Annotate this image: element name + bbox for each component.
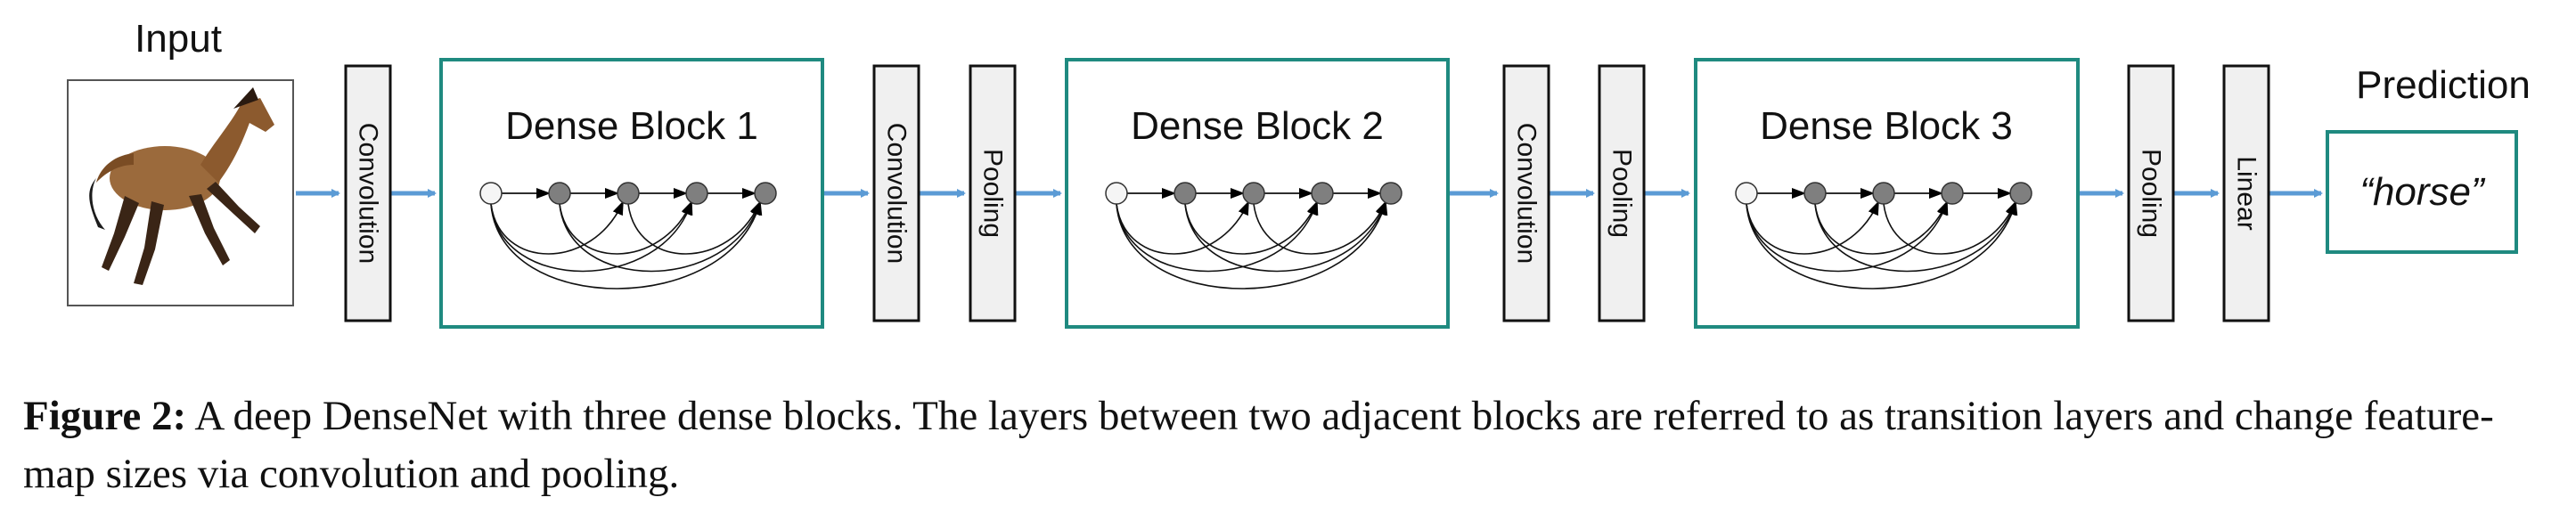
skip-connection [1746, 200, 1879, 255]
feature-node [1379, 182, 1402, 205]
feature-node [1941, 182, 1964, 205]
skip-connection [1184, 200, 1318, 255]
feature-node [1311, 182, 1334, 205]
skip-connection [1814, 200, 1948, 255]
input-node [1735, 182, 1758, 205]
skip-connection [1184, 200, 1387, 273]
caption-label: Figure 2: [23, 393, 187, 439]
feature-node [1174, 182, 1197, 205]
feature-node [1242, 182, 1265, 205]
feature-node [548, 182, 571, 205]
skip-connection [1814, 200, 2017, 273]
input-node [1105, 182, 1128, 205]
layer-label: Pooling [1607, 149, 1637, 238]
dense-block-title: Dense Block 3 [1760, 104, 2013, 148]
layer-linear: Linear [2222, 64, 2270, 322]
dense-connections [479, 182, 777, 289]
layer-label: Pooling [978, 149, 1008, 238]
layer-pooling-3: Pooling [2127, 64, 2175, 322]
layer-label: Pooling [2137, 149, 2166, 238]
skip-connection [1116, 200, 1388, 289]
feature-node [685, 182, 708, 205]
skip-connection [490, 200, 693, 273]
dense-block-3: Dense Block 3 [1694, 58, 2080, 329]
layer-label: Convolution [882, 123, 912, 264]
skip-connection [1746, 200, 2018, 289]
input-image [67, 79, 294, 306]
skip-connection [490, 200, 763, 289]
dense-block-title: Dense Block 2 [1131, 104, 1384, 148]
feature-node [1872, 182, 1895, 205]
layer-convolution-2: Convolution [872, 64, 920, 322]
figure-caption: Figure 2: A deep DenseNet with three den… [23, 387, 2563, 503]
prediction-value: “horse” [2359, 170, 2486, 214]
feature-node [617, 182, 640, 205]
dense-block-title: Dense Block 1 [505, 104, 758, 148]
feature-node [754, 182, 777, 205]
layer-pooling-2: Pooling [1598, 64, 1646, 322]
skip-connection [559, 200, 692, 255]
prediction-label: Prediction [2356, 63, 2531, 107]
horse-icon [89, 87, 274, 285]
skip-connection [627, 200, 761, 255]
layer-label: Linear [2232, 156, 2261, 230]
layer-convolution-3: Convolution [1502, 64, 1550, 322]
layer-label: Convolution [354, 123, 383, 264]
skip-connection [559, 200, 762, 273]
caption-text: A deep DenseNet with three dense blocks.… [23, 393, 2494, 497]
layer-pooling-1: Pooling [969, 64, 1017, 322]
dense-block-2: Dense Block 2 [1065, 58, 1450, 329]
input-label: Input [135, 17, 222, 61]
dense-block-1: Dense Block 1 [439, 58, 824, 329]
layer-convolution-1: Convolution [344, 64, 392, 322]
skip-connection [1746, 200, 1949, 273]
dense-connections [1735, 182, 2032, 289]
densenet-diagram: Input Convolution [67, 17, 2531, 329]
skip-connection [1116, 200, 1319, 273]
prediction-box: “horse” [2326, 130, 2518, 254]
dense-connections [1105, 182, 1402, 289]
feature-node [1803, 182, 1827, 205]
skip-connection [1116, 200, 1249, 255]
input-node [479, 182, 503, 205]
skip-connection [1253, 200, 1386, 255]
layer-label: Convolution [1512, 123, 1542, 264]
skip-connection [490, 200, 624, 255]
skip-connection [1883, 200, 2016, 255]
feature-node [2009, 182, 2032, 205]
